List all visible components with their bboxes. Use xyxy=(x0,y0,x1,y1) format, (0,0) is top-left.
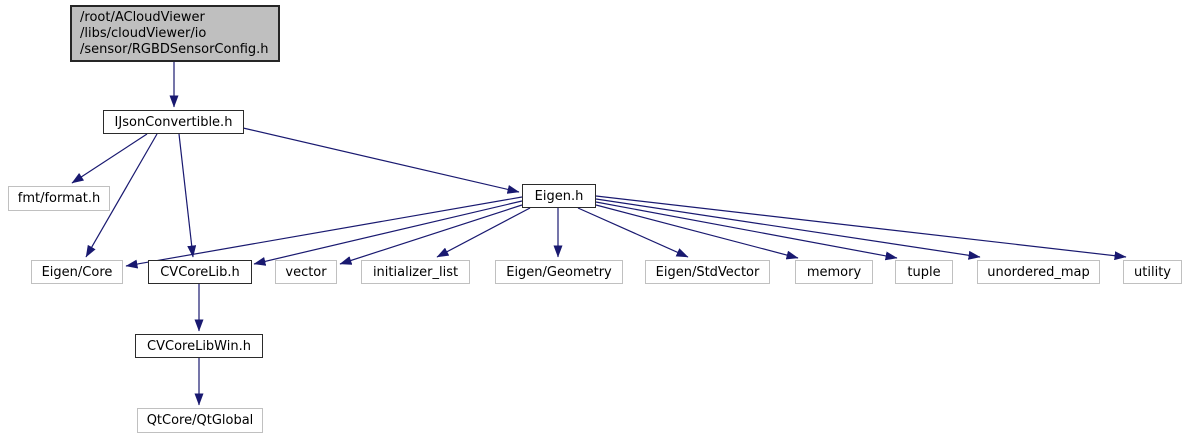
node-ijson[interactable]: IJsonConvertible.h xyxy=(103,110,244,134)
node-root: /root/ACloudViewer/libs/cloudViewer/io/s… xyxy=(70,5,280,62)
node-tuple: tuple xyxy=(895,260,953,284)
node-eigengeometry: Eigen/Geometry xyxy=(495,260,623,284)
edge-ijson-to-fmt xyxy=(71,133,148,184)
node-cvcorelib[interactable]: CVCoreLib.h xyxy=(148,260,252,284)
node-label: unordered_map xyxy=(987,264,1090,280)
edge-ijson-to-cvcorelib xyxy=(178,133,197,258)
node-label-line: /sensor/RGBDSensorConfig.h xyxy=(80,41,269,57)
node-label: /root/ACloudViewer/libs/cloudViewer/io/s… xyxy=(80,10,269,58)
node-unorderedmap: unordered_map xyxy=(977,260,1100,284)
node-qtglobal: QtCore/QtGlobal xyxy=(137,408,263,433)
node-utility: utility xyxy=(1123,260,1182,284)
node-label: IJsonConvertible.h xyxy=(114,114,233,130)
edge-eigenh-to-memory xyxy=(595,204,799,260)
node-initializerlist: initializer_list xyxy=(361,260,470,284)
node-label: Eigen.h xyxy=(534,188,584,204)
node-label: vector xyxy=(285,264,327,280)
node-label: Eigen/Core xyxy=(41,264,113,280)
node-label: Eigen/StdVector xyxy=(655,264,760,280)
node-label: CVCoreLib.h xyxy=(160,264,240,280)
edge-eigenh-to-tuple xyxy=(595,201,898,261)
node-vector: vector xyxy=(275,260,337,284)
node-label: CVCoreLibWin.h xyxy=(147,338,251,354)
edge-eigenh-to-unorderedmap xyxy=(595,198,981,260)
node-label-line: /root/ACloudViewer xyxy=(80,9,205,25)
edge-eigenh-to-cvcorelib xyxy=(253,200,523,266)
node-label: initializer_list xyxy=(372,264,459,280)
node-label-line: /libs/cloudViewer/io xyxy=(80,25,207,41)
node-eigenstdvector: Eigen/StdVector xyxy=(645,260,770,284)
node-memory: memory xyxy=(795,260,873,284)
node-eigencore: Eigen/Core xyxy=(31,260,123,284)
node-label: fmt/format.h xyxy=(17,191,101,206)
edge-ijson-to-eigenh xyxy=(242,127,520,194)
edge-eigenh-to-initializerlist xyxy=(436,207,531,258)
edge-eigenh-to-eigenstdvector xyxy=(577,207,689,258)
node-eigenh[interactable]: Eigen.h xyxy=(522,184,596,208)
node-label: memory xyxy=(806,264,862,280)
node-fmt: fmt/format.h xyxy=(8,186,110,211)
node-cvcorelibwin[interactable]: CVCoreLibWin.h xyxy=(135,334,263,358)
node-label: tuple xyxy=(907,264,941,280)
edge-eigenh-to-utility xyxy=(595,195,1127,261)
node-label: QtCore/QtGlobal xyxy=(146,413,254,428)
edge-eigenh-to-eigencore xyxy=(125,196,523,269)
node-label: utility xyxy=(1134,264,1171,280)
edge-eigenh-to-vector xyxy=(339,204,523,265)
node-label: Eigen/Geometry xyxy=(506,264,612,280)
